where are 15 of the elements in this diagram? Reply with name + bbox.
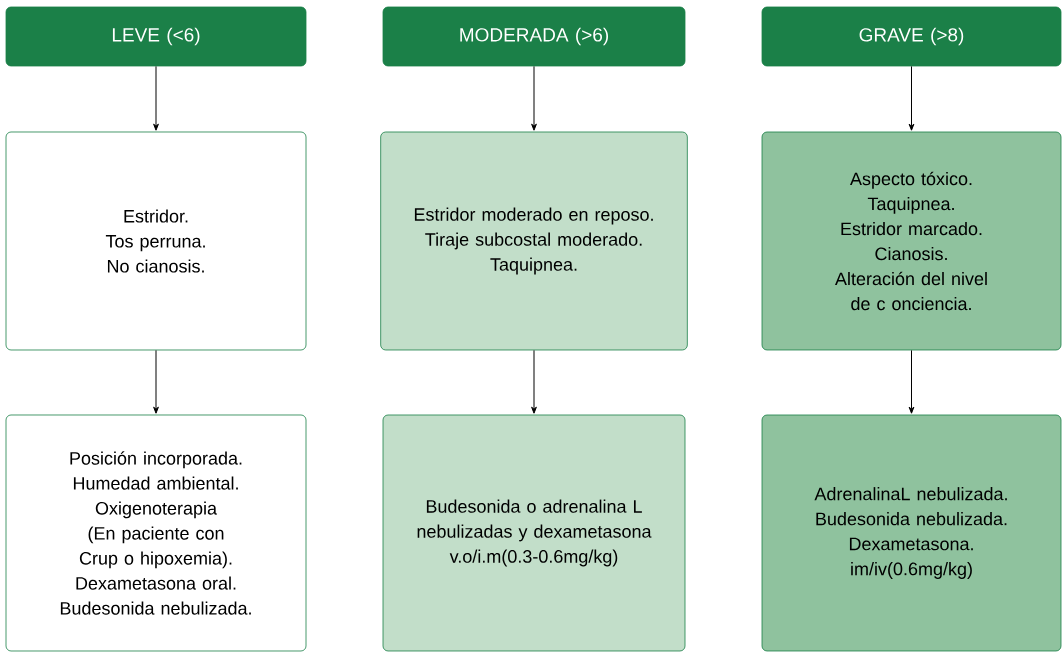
treatment-box: AdrenalinaL nebulizada. Budesonida nebulizada. Dexametasona. im/iv(0.6mg/kg) [761, 414, 1062, 652]
symptom-box: Aspecto tóxico. Taquipnea. Estridor marcado. Cianosis. Alteración del nivel de c onciencia. [761, 131, 1062, 351]
header-box: MODERADA (>6) [382, 6, 686, 67]
arrow [908, 65, 915, 131]
header-box: LEVE (<6) [5, 6, 307, 67]
symptom-box: Estridor. Tos perruna. No cianosis. [5, 131, 307, 351]
treatment-box: Budesonida o adrenalina L nebulizadas y dexametasona v.o/i.m(0.3-0.6mg/kg) [382, 414, 686, 652]
header-box: GRAVE (>8) [761, 6, 1062, 67]
arrow [153, 65, 159, 131]
symptom-box: Estridor moderado en reposo. Tiraje subcostal moderado. Taquipnea. [380, 131, 688, 351]
arrow [153, 349, 159, 414]
arrow [531, 349, 537, 414]
arrow [531, 65, 537, 131]
treatment-box: Posición incorporada. Humedad ambiental. Oxigenoterapia (En paciente con Crup o hipoxemia). Dexametasona oral. Budesonida nebulizada. [5, 414, 307, 652]
arrow [908, 349, 915, 414]
